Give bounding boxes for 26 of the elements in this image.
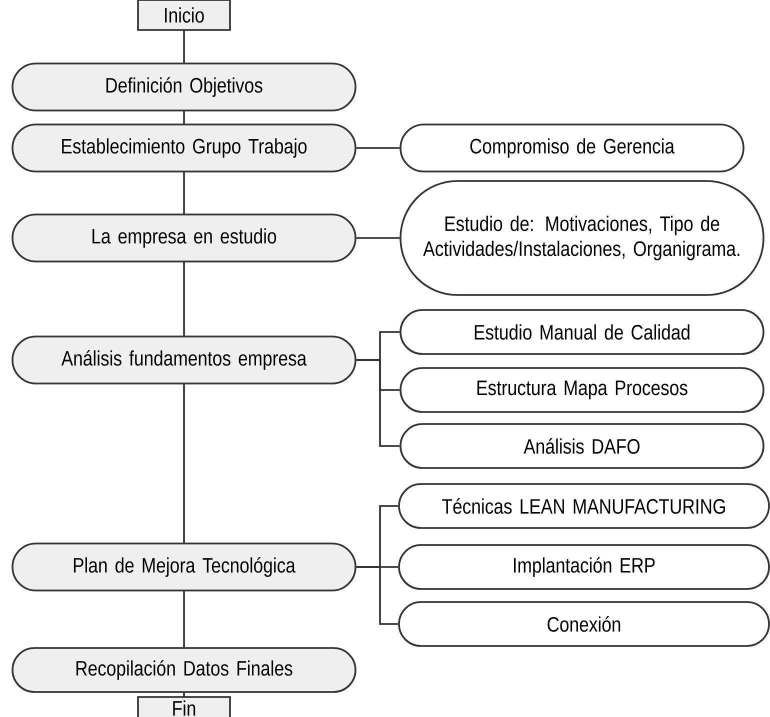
detail-box: Estudio de: Motivaciones, Tipo de Actividades/Instalaciones, Organigrama. xyxy=(400,180,764,296)
process-box: Plan de Mejora Tecnológica xyxy=(12,542,356,592)
connector-line xyxy=(183,262,185,336)
connector-line xyxy=(183,110,185,124)
detail-box: Estudio Manual de Calidad xyxy=(400,309,764,355)
connector-line xyxy=(183,590,185,648)
detail-box: Implantación ERP xyxy=(398,544,770,590)
connector-line xyxy=(183,172,185,214)
process-box: Análisis fundamentos empresa xyxy=(12,336,356,384)
connector-line xyxy=(356,147,400,149)
process-box: Recopilación Datos Finales xyxy=(12,647,356,693)
detail-box: Compromiso de Gerencia xyxy=(400,124,744,172)
process-box: Definición Objetivos xyxy=(12,62,356,112)
process-box: Establecimiento Grupo Trabajo xyxy=(12,124,356,172)
terminal-box: Fin xyxy=(137,696,231,717)
connector-line xyxy=(356,359,400,447)
detail-box: Conexión xyxy=(398,601,770,647)
process-box: La empresa en estudio xyxy=(12,214,356,262)
terminal-box: Inicio xyxy=(137,0,231,31)
detail-box: Técnicas LEAN MANUFACTURING xyxy=(398,483,770,529)
detail-box: Análisis DAFO xyxy=(400,423,764,469)
connector-line xyxy=(183,384,185,543)
connector-line xyxy=(356,566,398,625)
connector-line xyxy=(183,30,185,63)
connector-line xyxy=(356,237,400,239)
detail-box: Estructura Mapa Procesos xyxy=(400,367,764,413)
